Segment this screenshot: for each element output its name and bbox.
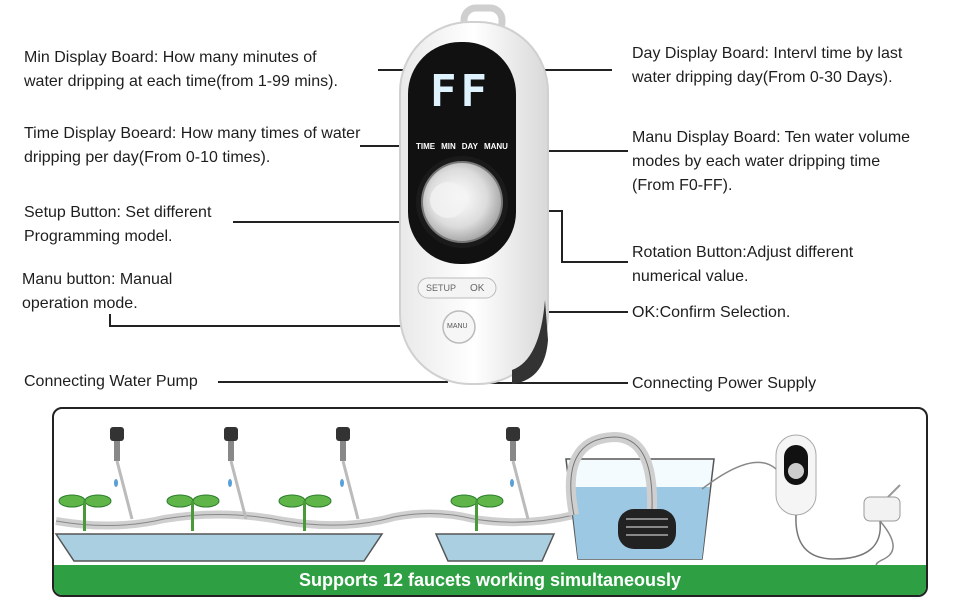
ok-button[interactable]: OK <box>470 283 485 294</box>
feature-banner: Supports 12 faucets working simultaneous… <box>54 565 926 595</box>
label-ok: OK:Confirm Selection. <box>632 304 791 321</box>
manu-button-leader <box>109 314 446 327</box>
faucet-2 <box>224 427 248 520</box>
irrigation-scene <box>54 427 901 569</box>
manu-button-shape <box>442 310 476 344</box>
planter-left <box>54 533 384 562</box>
faucet-3 <box>336 427 360 520</box>
indicator-time: TIME <box>416 142 436 151</box>
power-adapter <box>863 496 901 522</box>
indicator-manu: MANU <box>483 142 508 151</box>
manu-button[interactable]: MANU <box>447 323 468 330</box>
label-water-pump: Connecting Water Pump <box>24 373 198 390</box>
installation-illustration: Supports 12 faucets working simultaneous… <box>52 407 928 597</box>
indicator-min: MIN <box>441 142 456 151</box>
planter-right <box>434 533 556 562</box>
setup-button[interactable]: SETUP <box>426 283 457 293</box>
label-time-display: Time Display Boeard: How many times of w… <box>24 125 361 166</box>
power-cord <box>795 514 881 560</box>
faucet-4 <box>506 427 530 520</box>
indicator-day: DAY <box>461 142 478 151</box>
sprouts <box>58 494 504 531</box>
indicator-row: TIME MIN DAY MANU <box>416 142 508 151</box>
water-pump <box>618 509 676 549</box>
label-power-supply: Connecting Power Supply <box>632 375 817 392</box>
setup-ok-pill <box>417 277 497 299</box>
faucet-1 <box>110 427 134 520</box>
digit-display: FF <box>430 66 491 117</box>
